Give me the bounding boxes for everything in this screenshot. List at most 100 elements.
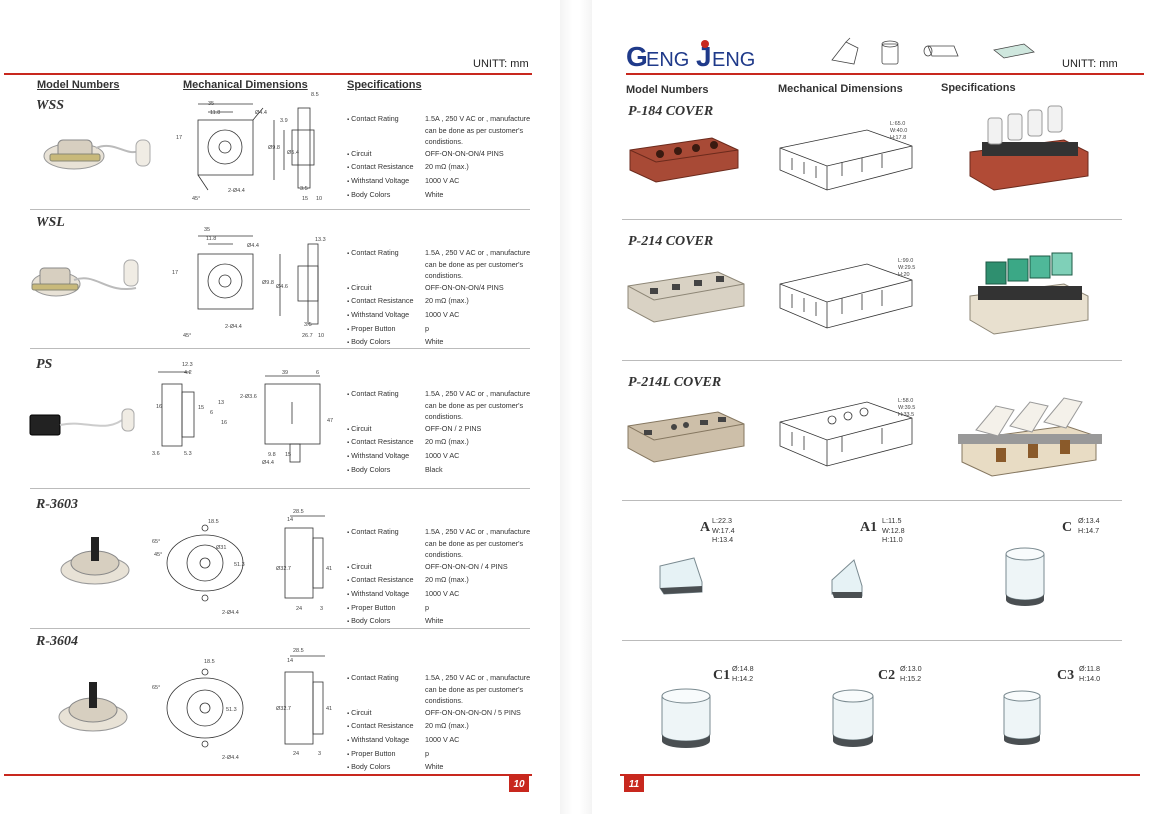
dim-label: Ø4.4 [262,460,274,466]
divider [30,628,530,629]
spec-key: Circuit [347,282,425,296]
model-wss: WSS [36,98,65,113]
spec-key: Contact Rating [347,113,425,148]
spec-value: 20 mΩ (max.) [425,296,469,306]
p214l-cover-drawing [779,401,913,467]
dim-label: 28.5 [293,509,304,515]
spec-value: 1000 V AC [425,450,460,460]
spec-value: OFF-ON / 2 PINS [425,423,482,433]
dim-label: W:39.5 [898,405,916,411]
spec-key: Proper Button [347,323,425,337]
cap-dims: Ø:13.0 H:15.2 [900,664,922,683]
page-number: 11 [624,776,644,792]
spec-value: OFF-ON-ON-ON / 4 PINS [425,561,508,571]
cap-dim: Ø:14.8 [732,664,754,673]
cap-c2-image [832,689,874,747]
footer-rule [620,774,1140,776]
cap-c-image [1005,547,1045,606]
dim-label: 3.6 [152,451,160,457]
spec-key: Circuit [347,561,425,575]
spec-value: p [425,323,429,333]
spec-key: Proper Button [347,602,425,616]
spec-value: 1000 V AC [425,309,460,319]
dim-label: Ø9.8 [262,280,274,286]
dim-label: 10 [318,333,325,339]
spec-key: Body Colors [347,336,425,350]
divider [622,640,1122,641]
dim-label: 3 [318,751,322,757]
p214l-cover-photo [627,411,745,463]
cap-c1-image [661,688,711,748]
spec-value: White [425,337,444,347]
model-p214-cover: P-214 COVER [628,234,714,249]
p184-assembly-photo [969,105,1089,191]
svg-text:G: G [626,41,648,72]
dim-label: Ø32.7 [276,706,291,712]
wss-drawing [197,103,315,191]
col-mechanical-dimensions: Mechanical Dimensions [778,83,903,95]
divider [622,360,1122,361]
spec-key: Proper Button [347,748,425,762]
cap-dim: W:12.8 [882,525,905,535]
model-wsl: WSL [36,215,65,230]
dim-label: 51.3 [234,562,245,568]
dim-label: 45° [183,333,192,339]
spec-value: OFF-ON-ON-ON-ON / 5 PINS [425,707,521,717]
dim-label: 5.3 [184,451,192,457]
dim-label: 16 [221,420,228,426]
r3603-photo [60,537,130,585]
cap-dim: H:13.4 [712,535,734,544]
cap-dim: H:14.0 [1079,673,1101,683]
unit-label: UNITT: mm [1062,58,1118,70]
dim-label: 2-Ø4.4 [222,755,239,761]
dim-label: 15 [198,405,205,411]
dim-label: Ø5.4 [287,150,299,156]
dim-label: 65° [152,539,161,545]
model-r3603: R-3603 [36,497,78,512]
dim-label: 3.5 [300,186,308,192]
ps-drawing [158,371,321,463]
dim-label: 41 [326,566,333,572]
right-catalog-page: G ENG J ENG UNITT: mm Model Numbers Mech… [592,0,1152,814]
cap-letter: C1 [713,668,731,683]
dim-label: 18.5 [204,659,215,665]
dim-label: Ø31 [216,545,227,551]
spec-value: White [425,189,444,199]
cap-dim: Ø:11.8 [1079,664,1101,673]
dim-label: 12.3 [182,362,193,368]
wss-photo [43,139,151,170]
p214-cover-drawing [779,263,913,329]
r3604-drawing [166,655,325,748]
wsl-drawing [197,235,319,325]
dim-label: 15 [285,452,292,458]
dim-label: 13.3 [315,237,326,243]
divider [30,209,530,210]
cap-dim: H:14.7 [1078,525,1100,535]
spec-key: Circuit [347,148,425,162]
dim-label: L:58.0 [898,398,914,404]
spec-key: Circuit [347,423,425,437]
dim-label: 17 [172,270,179,276]
spec-key: Body Colors [347,615,425,629]
dim-label: 14 [287,658,294,664]
spec-value: Black [425,464,443,474]
dim-label: 3 [320,606,324,612]
cap-dims: L:11.5 W:12.8 H:11.0 [882,516,905,545]
p184-cover-photo [629,137,739,183]
dim-label: 11.8 [210,110,221,116]
svg-text:ENG: ENG [712,49,755,71]
